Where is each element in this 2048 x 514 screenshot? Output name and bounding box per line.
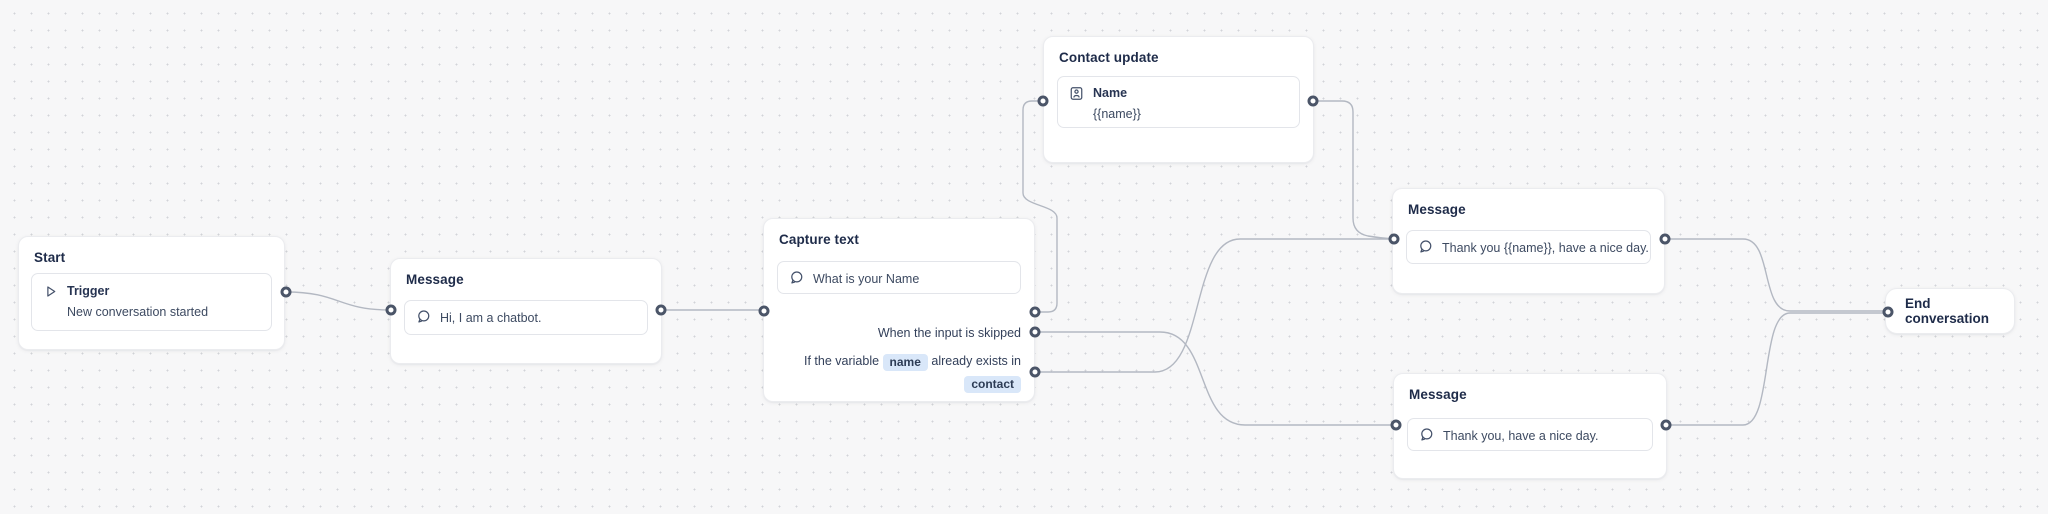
port-message-thanks-name-output[interactable] (1659, 233, 1671, 245)
port-message-thanks-output[interactable] (1660, 419, 1672, 431)
port-message-intro-input[interactable] (385, 304, 397, 316)
connection-start-to-message (285, 291, 392, 311)
scope-badge: contact (964, 376, 1021, 393)
port-capture-output-exists[interactable] (1029, 366, 1041, 378)
port-capture-output-main[interactable] (1029, 306, 1041, 318)
contact-field-block[interactable]: Name {{name}} (1057, 76, 1300, 128)
end-label: End conversation (1905, 296, 1990, 326)
port-capture-input[interactable] (758, 305, 770, 317)
node-message-intro[interactable]: Message Hi, I am a chatbot. (390, 258, 662, 364)
variable-badge: name (882, 354, 928, 371)
trigger-block[interactable]: Trigger New conversation started (31, 273, 272, 331)
contact-field-value: {{name}} (1093, 107, 1141, 121)
message-block[interactable]: Thank you {{name}}, have a nice day. (1406, 230, 1651, 264)
capture-prompt-text: What is your Name (813, 272, 920, 286)
output-label-variable-scope: contact (964, 373, 1021, 393)
contact-field-label: Name (1093, 86, 1128, 100)
capture-prompt-block[interactable]: What is your Name (777, 261, 1021, 294)
output-label-variable-exists: If the variable name already exists in (804, 354, 1021, 371)
node-title: Message (1408, 202, 1466, 217)
node-title: Contact update (1059, 50, 1159, 65)
connection-skipped-to-message (1035, 331, 1396, 426)
node-title: Message (1409, 387, 1467, 402)
node-contact-update[interactable]: Contact update Name {{name}} (1043, 36, 1314, 163)
chat-bubble-icon (416, 309, 431, 324)
port-message-thanks-name-input[interactable] (1388, 233, 1400, 245)
chat-bubble-icon (789, 270, 804, 285)
port-end-input[interactable] (1882, 306, 1894, 318)
port-message-intro-output[interactable] (655, 304, 667, 316)
connection-capture-to-contact-update (1022, 100, 1058, 313)
message-block[interactable]: Hi, I am a chatbot. (404, 300, 648, 335)
port-start-output[interactable] (280, 286, 292, 298)
contact-card-icon (1069, 86, 1084, 101)
node-title: Start (34, 250, 66, 265)
connection-message-name-to-end (1665, 238, 1888, 312)
connection-exists-to-message (1035, 238, 1394, 373)
play-icon (43, 284, 58, 299)
node-message-thanks-name[interactable]: Message Thank you {{name}}, have a nice … (1392, 188, 1665, 294)
port-capture-output-skipped[interactable] (1029, 326, 1041, 338)
node-title: Message (406, 272, 464, 287)
trigger-label: Trigger (67, 284, 110, 298)
chat-bubble-icon (1419, 427, 1434, 442)
port-message-thanks-input[interactable] (1390, 419, 1402, 431)
node-start[interactable]: Start Trigger New conversation started (18, 236, 285, 350)
output-label-skipped: When the input is skipped (877, 326, 1021, 340)
chat-bubble-icon (1418, 239, 1433, 254)
port-contact-update-input[interactable] (1037, 95, 1049, 107)
node-capture-text[interactable]: Capture text What is your Name When the … (763, 218, 1035, 402)
port-contact-update-output[interactable] (1307, 95, 1319, 107)
message-text: Hi, I am a chatbot. (440, 311, 542, 325)
message-text: Thank you {{name}}, have a nice day. (1442, 241, 1649, 255)
trigger-description: New conversation started (67, 305, 209, 319)
node-end-conversation[interactable]: End conversation (1885, 288, 2015, 334)
node-message-thanks[interactable]: Message Thank you, have a nice day. (1393, 373, 1667, 479)
connection-message-to-end (1666, 312, 1888, 426)
message-text: Thank you, have a nice day. (1443, 429, 1599, 443)
message-block[interactable]: Thank you, have a nice day. (1407, 418, 1653, 451)
connection-contact-update-to-message (1313, 100, 1395, 240)
node-title: Capture text (779, 232, 859, 247)
